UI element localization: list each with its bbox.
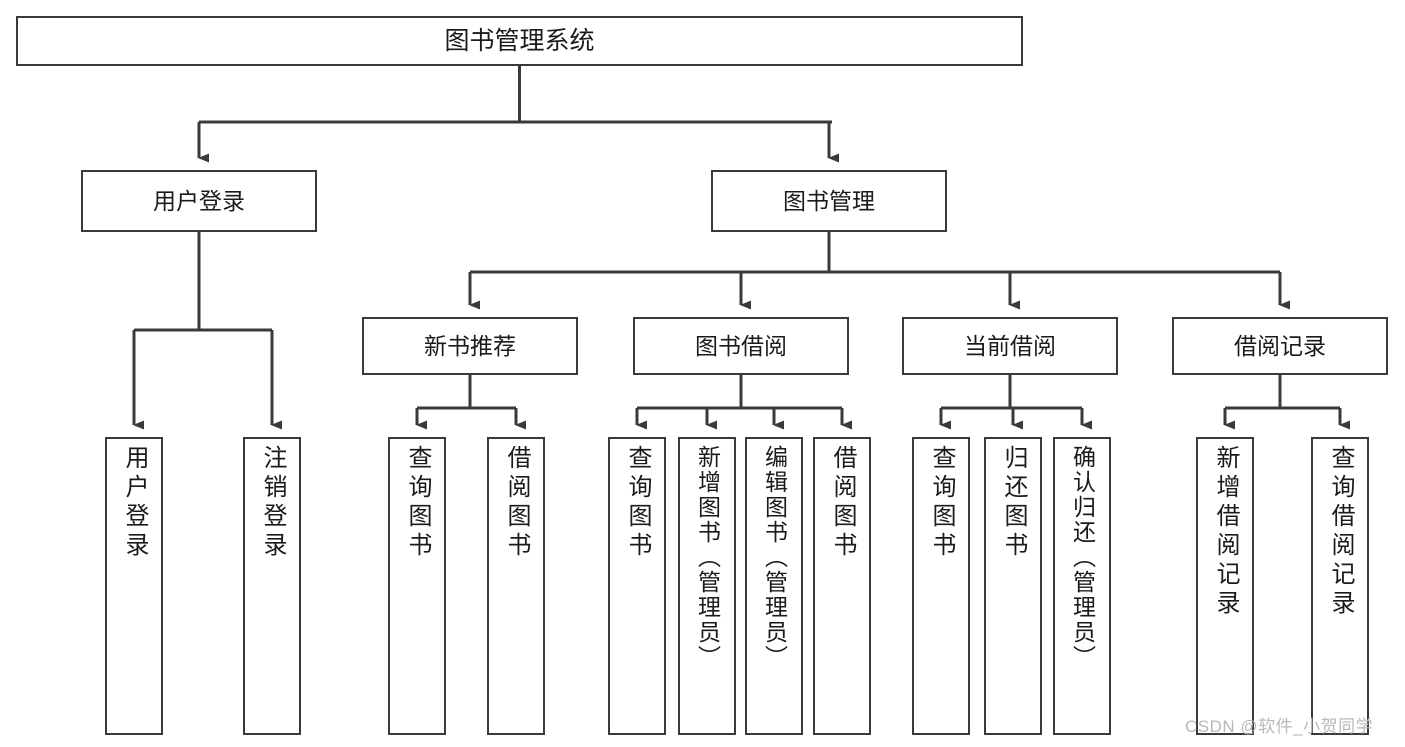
node-label: 新增图书（管理员） (694, 445, 721, 670)
node-new-book-rec[interactable]: 新书推荐 (362, 317, 578, 375)
leaf-confirm-return-admin[interactable]: 确认归还（管理员） (1053, 437, 1111, 735)
leaf-add-book-admin[interactable]: 新增图书（管理员） (678, 437, 736, 735)
node-label: 新书推荐 (424, 332, 516, 359)
node-label: 确认归还（管理员） (1069, 445, 1096, 670)
node-user-login[interactable]: 用户登录 (81, 170, 317, 232)
node-label: 查询借阅记录 (1327, 445, 1354, 619)
leaf-edit-book-admin[interactable]: 编辑图书（管理员） (745, 437, 803, 735)
node-root-system[interactable]: 图书管理系统 (16, 16, 1023, 66)
node-label: 当前借阅 (964, 332, 1056, 359)
node-label: 注销登录 (259, 445, 286, 561)
node-label: 借阅图书 (503, 445, 530, 561)
node-label: 图书借阅 (695, 332, 787, 359)
leaf-borrow-book[interactable]: 借阅图书 (813, 437, 871, 735)
node-label: 图书管理 (783, 187, 875, 214)
leaf-query-borrow-record[interactable]: 查询借阅记录 (1311, 437, 1369, 735)
node-label: 编辑图书（管理员） (761, 445, 788, 670)
node-borrow-record[interactable]: 借阅记录 (1172, 317, 1388, 375)
leaf-query-book-current[interactable]: 查询图书 (912, 437, 970, 735)
node-book-manage[interactable]: 图书管理 (711, 170, 947, 232)
node-label: 查询图书 (404, 445, 431, 561)
node-label: 图书管理系统 (444, 26, 595, 55)
node-label: 借阅记录 (1234, 332, 1326, 359)
node-label: 查询图书 (928, 445, 955, 561)
node-book-borrow[interactable]: 图书借阅 (633, 317, 849, 375)
leaf-logout[interactable]: 注销登录 (243, 437, 301, 735)
leaf-user-login[interactable]: 用户登录 (105, 437, 163, 735)
leaf-add-borrow-record[interactable]: 新增借阅记录 (1196, 437, 1254, 735)
csdn-watermark: CSDN @软件_小贺同学 (1185, 717, 1374, 736)
node-label: 借阅图书 (829, 445, 856, 561)
leaf-borrow-book-rec[interactable]: 借阅图书 (487, 437, 545, 735)
node-label: 查询图书 (624, 445, 651, 561)
node-current-borrow[interactable]: 当前借阅 (902, 317, 1118, 375)
node-label: 用户登录 (121, 445, 148, 561)
leaf-return-book[interactable]: 归还图书 (984, 437, 1042, 735)
leaf-query-book-borrow[interactable]: 查询图书 (608, 437, 666, 735)
leaf-query-book-rec[interactable]: 查询图书 (388, 437, 446, 735)
node-label: 归还图书 (1000, 445, 1027, 561)
node-label: 用户登录 (153, 187, 245, 214)
node-label: 新增借阅记录 (1212, 445, 1239, 619)
